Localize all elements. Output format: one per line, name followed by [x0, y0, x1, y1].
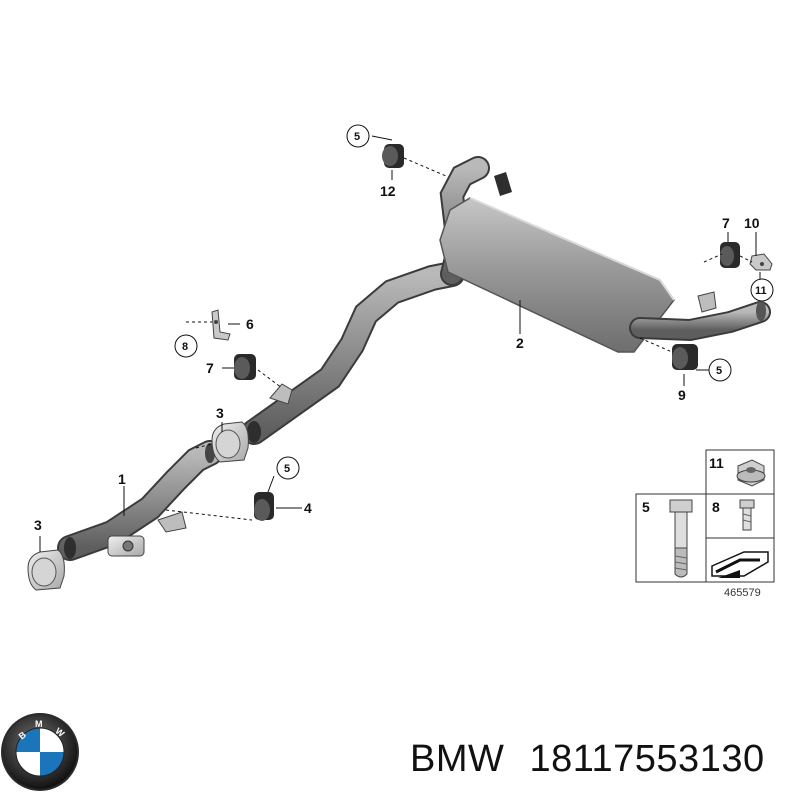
callout-7-right: 7 [722, 215, 730, 231]
diagram-number: 465579 [724, 587, 761, 599]
legend-label-5: 5 [642, 499, 650, 515]
callout-9: 9 [678, 387, 686, 403]
hex-bolt-icon [669, 499, 693, 578]
flange-nut-icon [736, 459, 766, 487]
rubber-mount-4 [254, 492, 274, 521]
leader-lines [39, 135, 761, 552]
clamp-part-front [27, 549, 65, 591]
rubber-mount-7-right [720, 242, 740, 268]
callout-3-front: 3 [34, 517, 42, 533]
callout-2: 2 [516, 335, 524, 351]
callout-12: 12 [380, 183, 396, 199]
callout-4: 4 [304, 500, 312, 516]
callout-5-left: 5 [284, 463, 290, 475]
part-number: 18117553130 [529, 738, 765, 780]
callout-8: 8 [182, 341, 188, 353]
callout-5-right: 5 [716, 365, 722, 377]
callout-3-center: 3 [216, 405, 224, 421]
callout-1: 1 [118, 471, 126, 487]
legend-label-8: 8 [712, 499, 720, 515]
bmw-logo-icon: B M W [1, 713, 79, 791]
callout-6: 6 [246, 316, 254, 332]
rubber-mount-7-left [234, 354, 256, 380]
part-caption: BMW 18117553130 [410, 738, 795, 786]
callouts: 1 2 3 3 4 5 5 5 6 7 7 8 9 10 11 12 [34, 124, 774, 533]
direction-arrow-icon [711, 551, 769, 578]
front-pipe-part [57, 440, 223, 561]
center-pipe-part [241, 261, 465, 445]
rubber-mount-12 [382, 144, 404, 168]
bracket-6 [211, 309, 231, 341]
legend-label-11: 11 [709, 455, 724, 471]
callout-5-top: 5 [354, 131, 360, 143]
callout-11: 11 [755, 285, 767, 297]
svg-text:M: M [35, 719, 43, 729]
callout-7-left: 7 [206, 360, 214, 376]
brand-name: BMW [410, 738, 505, 780]
svg-text:B: B [17, 729, 29, 741]
rubber-mount-9 [672, 344, 698, 370]
callout-10: 10 [744, 215, 760, 231]
screw-icon [739, 499, 755, 531]
fastener-legend: 11 5 8 465579 [635, 449, 775, 599]
rear-silencer-part [439, 156, 771, 353]
bracket-10 [749, 253, 773, 271]
clamp-part-center [211, 421, 249, 463]
